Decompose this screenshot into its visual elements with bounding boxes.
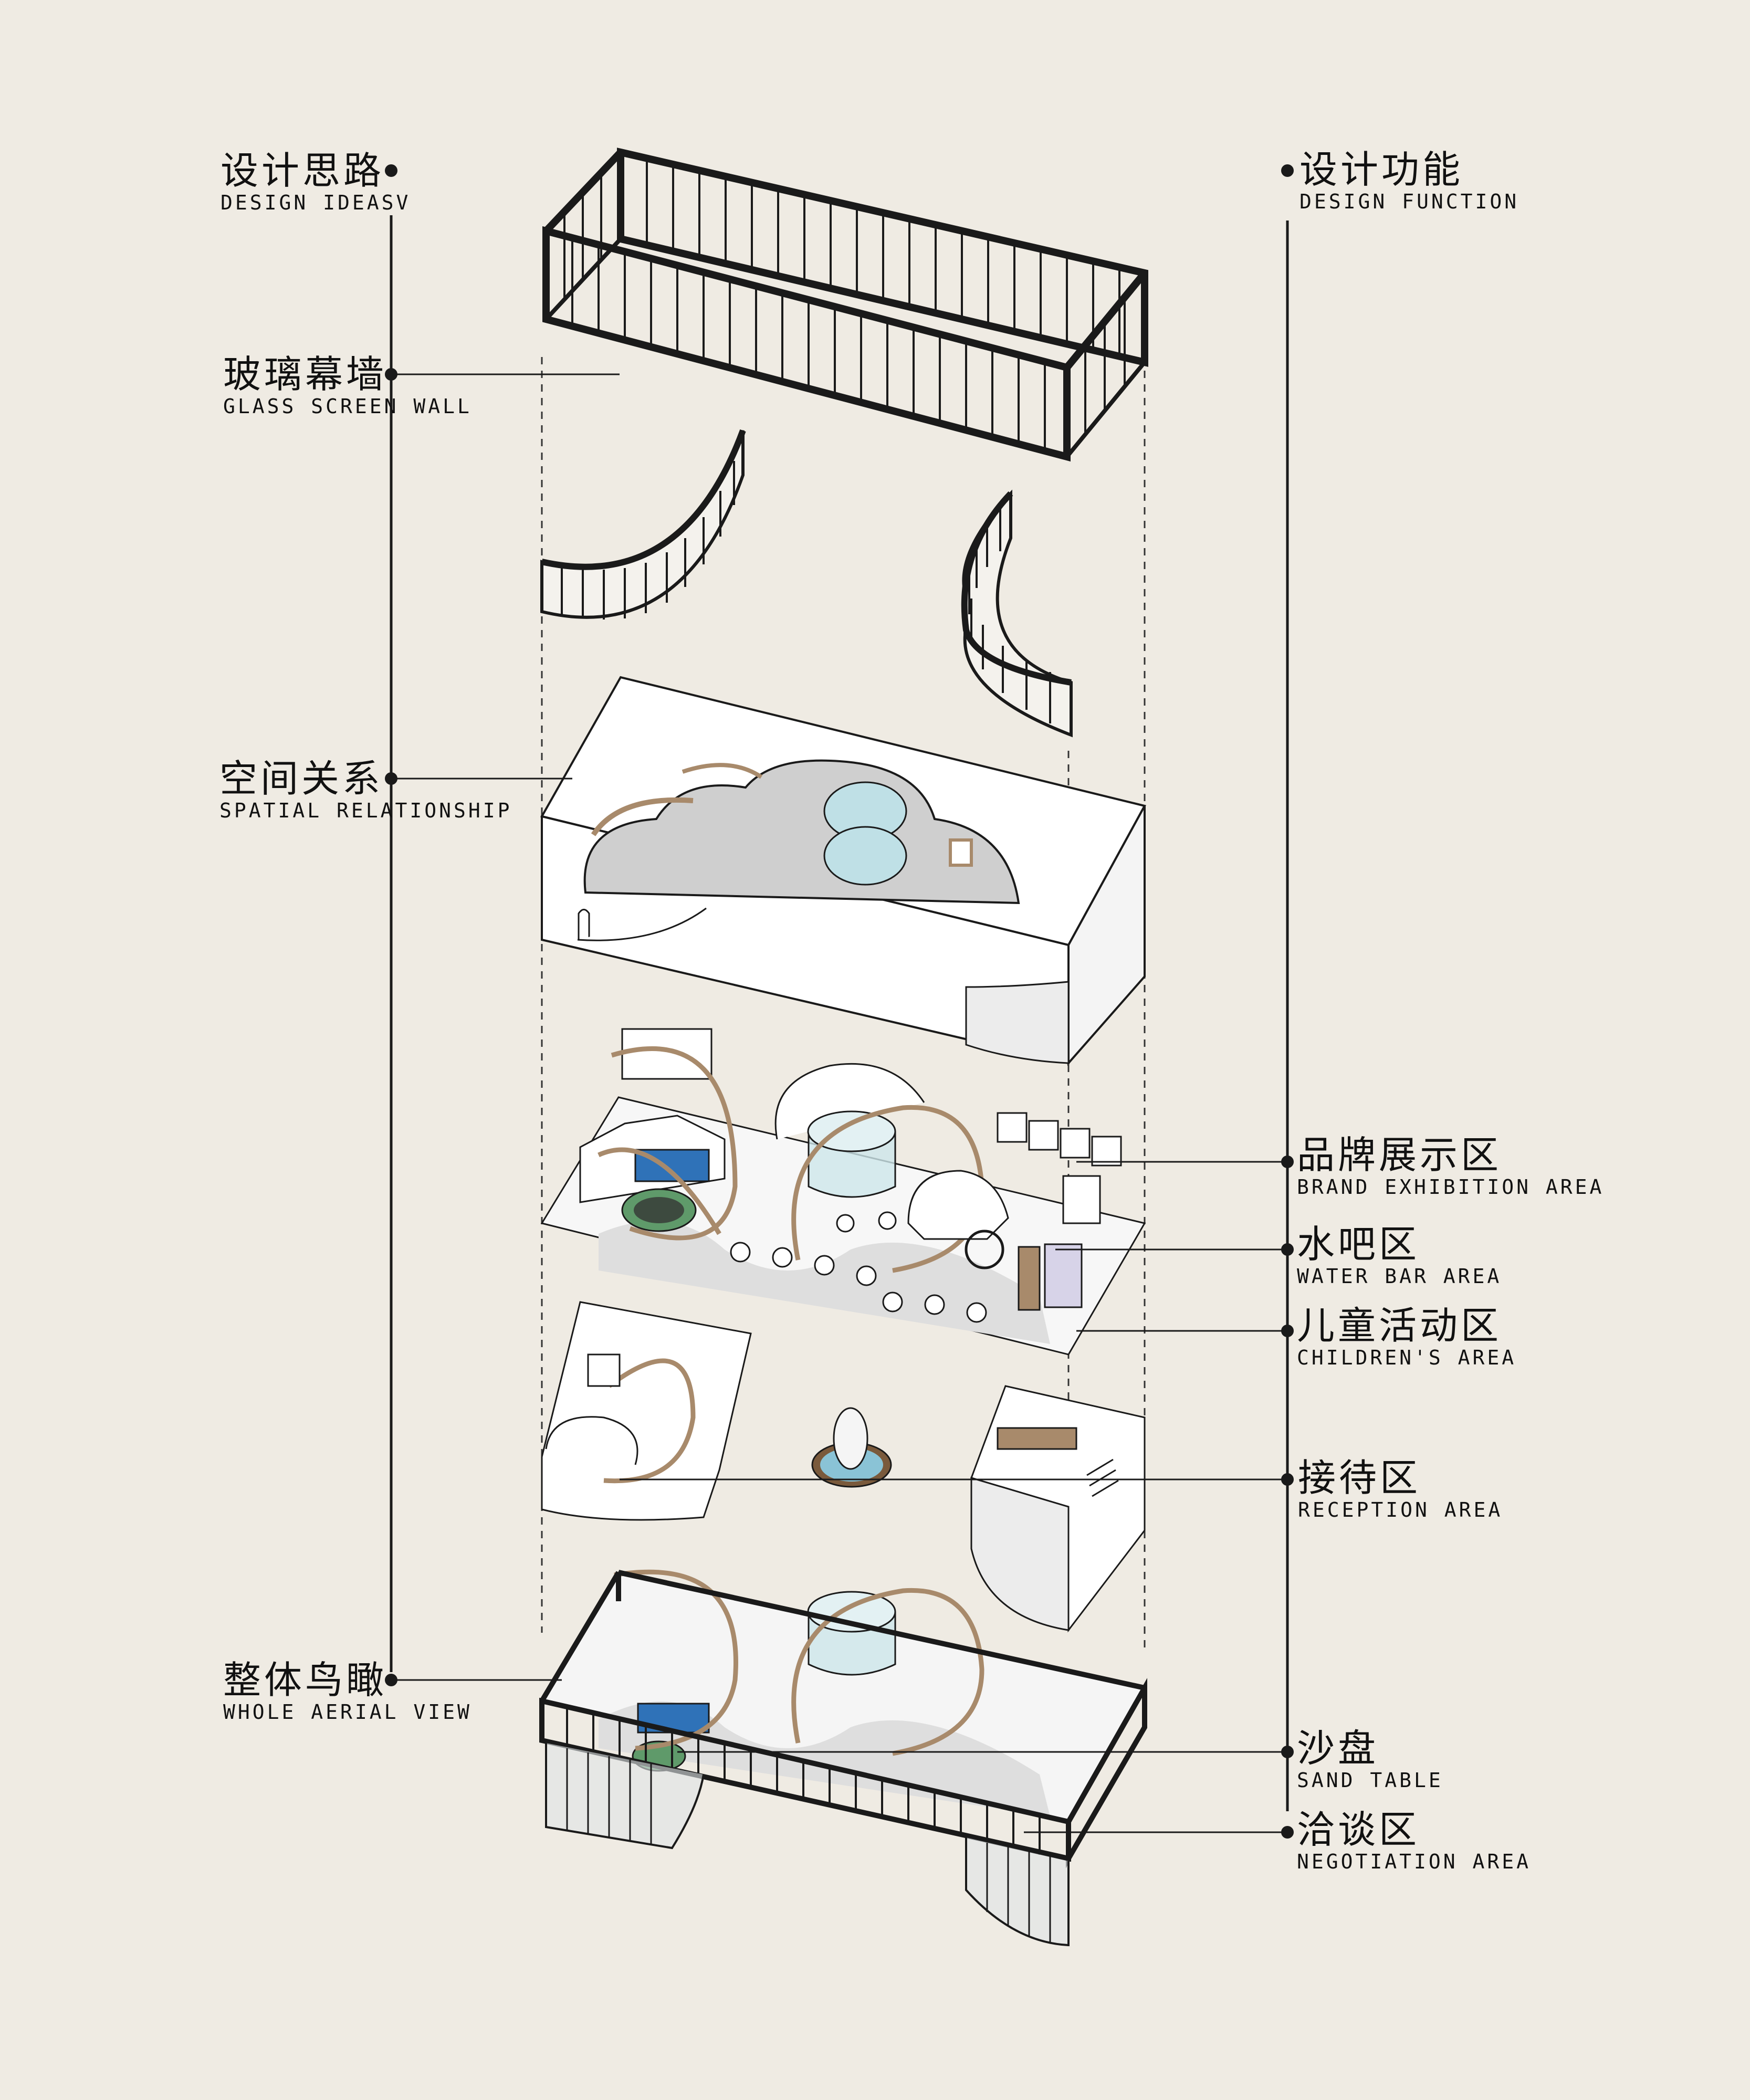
label-zh: 儿童活动区 xyxy=(1297,1304,1502,1348)
dot-sand-table xyxy=(1281,1746,1294,1758)
dot-negotiation xyxy=(1281,1826,1294,1839)
label-en: NEGOTIATION AREA xyxy=(1297,1850,1532,1873)
label-en: SAND TABLE xyxy=(1297,1769,1443,1792)
dot-design-ideas xyxy=(385,164,397,177)
label-reception: 接待区 RECEPTION AREA xyxy=(1298,1457,1503,1521)
glass-frame-layer xyxy=(542,148,1148,462)
spatial-block-layer xyxy=(540,676,1147,1066)
label-zh: 接待区 xyxy=(1298,1456,1421,1500)
furnished-floor-layer xyxy=(540,1028,1146,1356)
label-en: WHOLE AERIAL VIEW xyxy=(223,1700,472,1724)
label-whole-aerial-view: 整体鸟瞰 WHOLE AERIAL VIEW xyxy=(223,1659,472,1723)
label-design-function: 设计功能 DESIGN FUNCTION xyxy=(1300,149,1519,213)
label-en: BRAND EXHIBITION AREA xyxy=(1297,1175,1605,1199)
label-zh: 玻璃幕墙 xyxy=(223,352,387,396)
right-leaders xyxy=(620,1161,1287,1833)
curved-glass-layer xyxy=(540,429,1073,738)
label-en: GLASS SCREEN WALL xyxy=(223,395,472,418)
dot-childrens-area xyxy=(1281,1325,1294,1337)
label-spatial-relationship: 空间关系 SPATIAL RELATIONSHIP xyxy=(219,758,512,822)
label-childrens-area: 儿童活动区 CHILDREN'S AREA xyxy=(1297,1305,1516,1369)
label-en: DESIGN FUNCTION xyxy=(1300,190,1520,213)
label-zh: 水吧区 xyxy=(1297,1222,1420,1266)
left-leaders xyxy=(391,373,620,1681)
label-en: WATER BAR AREA xyxy=(1297,1265,1502,1288)
dot-brand-exhibition xyxy=(1281,1156,1294,1168)
dot-spatial-relationship xyxy=(385,772,397,785)
label-zh: 洽谈区 xyxy=(1297,1808,1420,1852)
aerial-view-layer xyxy=(539,1569,1147,1947)
dot-reception xyxy=(1281,1473,1294,1486)
label-negotiation: 洽谈区 NEGOTIATION AREA xyxy=(1297,1809,1531,1873)
label-zh: 沙盘 xyxy=(1297,1726,1379,1770)
label-zh: 整体鸟瞰 xyxy=(223,1658,387,1702)
label-en: RECEPTION AREA xyxy=(1298,1498,1503,1521)
dot-design-function xyxy=(1281,164,1294,177)
label-water-bar: 水吧区 WATER BAR AREA xyxy=(1297,1223,1502,1287)
label-zh: 品牌展示区 xyxy=(1297,1133,1502,1177)
label-design-ideas: 设计思路 DESIGN IDEASV xyxy=(221,150,411,214)
label-en: DESIGN IDEASV xyxy=(221,191,411,214)
label-brand-exhibition: 品牌展示区 BRAND EXHIBITION AREA xyxy=(1297,1134,1604,1198)
reception-layer xyxy=(541,1301,1146,1633)
label-zh: 设计思路 xyxy=(221,149,385,193)
dot-glass-screen-wall xyxy=(385,368,397,381)
dot-water-bar xyxy=(1281,1243,1294,1256)
label-en: SPATIAL RELATIONSHIP xyxy=(219,799,512,822)
dot-whole-aerial-view xyxy=(385,1674,397,1686)
label-zh: 空间关系 xyxy=(219,757,384,801)
label-zh: 设计功能 xyxy=(1300,148,1464,192)
label-en: CHILDREN'S AREA xyxy=(1297,1346,1517,1369)
label-glass-screen-wall: 玻璃幕墙 GLASS SCREEN WALL xyxy=(223,353,472,417)
label-sand-table: 沙盘 SAND TABLE xyxy=(1297,1727,1443,1791)
